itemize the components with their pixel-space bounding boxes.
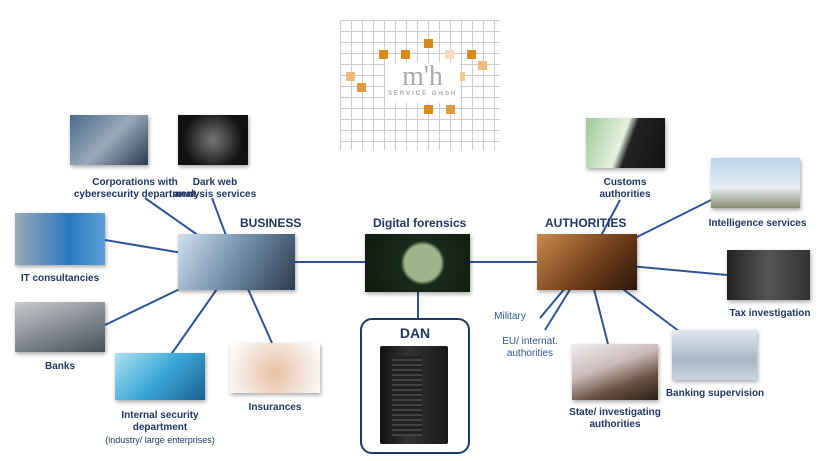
tax-investigation-image bbox=[727, 250, 810, 300]
banking-supervision-image bbox=[672, 330, 757, 380]
tax-investigation-label: Tax investigation bbox=[729, 308, 811, 319]
insurances-image bbox=[230, 343, 320, 393]
it-consultancies-label: IT consultancies bbox=[20, 273, 100, 284]
banking-supervision-label: Banking supervision bbox=[665, 388, 765, 399]
corporations-image bbox=[70, 115, 148, 165]
customs-image bbox=[586, 118, 665, 168]
banks-image bbox=[15, 302, 105, 352]
digital-forensics-image bbox=[365, 234, 470, 292]
dan-box: DAN bbox=[360, 318, 470, 454]
authorities-heading: AUTHORITIES bbox=[545, 216, 627, 230]
business-heading: BUSINESS bbox=[240, 216, 302, 230]
eu-authorities-label: EU/ internat.authorities bbox=[502, 336, 558, 359]
insurances-label: Insurances bbox=[248, 402, 302, 413]
it-consultancies-image bbox=[15, 213, 105, 265]
dan-label: DAN bbox=[399, 325, 431, 341]
internal-security-image bbox=[115, 353, 205, 400]
authorities-gavel-image bbox=[537, 234, 637, 290]
intelligence-image bbox=[711, 158, 800, 208]
banks-label: Banks bbox=[44, 361, 75, 372]
military-label: Military bbox=[494, 311, 526, 322]
business-image bbox=[178, 234, 295, 290]
state-investigating-image bbox=[572, 344, 658, 400]
darkweb-image bbox=[178, 115, 248, 165]
digital-forensics-heading: Digital forensics bbox=[373, 216, 467, 230]
computer-tower-icon bbox=[380, 346, 448, 444]
intelligence-label: Intelligence services bbox=[708, 218, 807, 229]
